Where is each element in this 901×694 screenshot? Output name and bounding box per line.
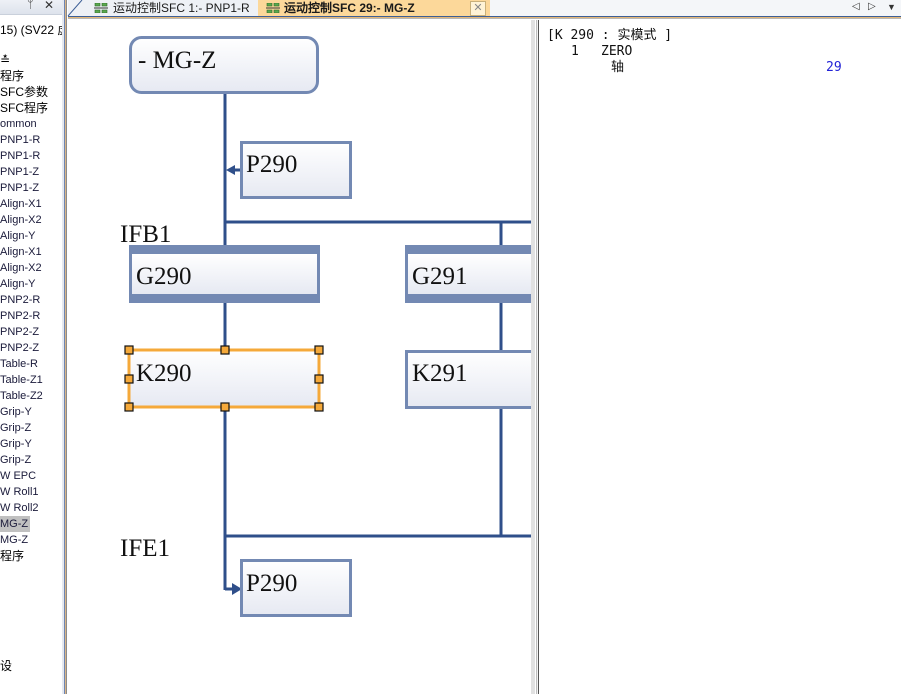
tree-item[interactable]: Grip-Y (0, 438, 32, 450)
resize-handle[interactable] (124, 345, 134, 355)
entry-jump-box[interactable]: P290 (240, 141, 352, 199)
tree-item[interactable]: Align-X2 (0, 214, 42, 226)
tab-label: 运动控制SFC 1:- PNP1-R (113, 1, 250, 15)
step-k291[interactable]: K291 (405, 350, 532, 409)
tree-item[interactable]: W Roll1 (0, 486, 39, 498)
tree-item[interactable]: ommon (0, 118, 37, 130)
detail-row-command: ZERO (601, 44, 633, 59)
exit-jump-box[interactable]: P290 (240, 559, 352, 617)
resize-handle[interactable] (314, 345, 324, 355)
tree-item[interactable]: Align-Y (0, 230, 36, 242)
branch-end-label: IFE1 (120, 535, 170, 562)
tree-item[interactable]: PNP1-R (0, 150, 41, 162)
transition-g291[interactable]: G291 (405, 245, 531, 303)
sfc-connection-lines (223, 93, 531, 591)
tree-item[interactable]: Align-X1 (0, 198, 42, 210)
tab-sfc-29-mg-z[interactable]: 运动控制SFC 29:- MG-Z ✕ (258, 0, 490, 16)
scroll-tabs-right-icon[interactable]: ▷ (868, 1, 876, 12)
tree-item[interactable]: ≛ (0, 53, 11, 67)
transition-g291-label: G291 (412, 263, 468, 290)
tab-label: 运动控制SFC 29:- MG-Z (284, 1, 415, 15)
tree-item[interactable]: MG-Z (0, 534, 29, 546)
tree-item[interactable]: PNP1-R (0, 134, 41, 146)
close-tab-icon[interactable]: ✕ (470, 1, 486, 16)
sfc-program-icon (94, 3, 108, 13)
step-k291-label: K291 (412, 360, 468, 387)
step-k290[interactable]: K290 (124, 345, 324, 412)
tree-item[interactable]: Align-Y (0, 278, 36, 290)
exit-jump-label: P290 (246, 570, 297, 597)
tree-item[interactable]: Align-X2 (0, 262, 42, 274)
exit-jump-arrow-icon (232, 583, 242, 595)
tree-item[interactable]: PNP1-Z (0, 182, 40, 194)
project-tree-pane: ᛘ ✕ 15) (SV22 虚≛程序SFC参数SFC程序ommonPNP1-R … (0, 0, 62, 694)
initial-step-label: - MG-Z (138, 47, 216, 74)
step-k290-label: K290 (136, 360, 192, 387)
entry-jump-label: P290 (246, 151, 297, 178)
tree-item[interactable]: PNP1-Z (0, 166, 40, 178)
document-tab-bar: 运动控制SFC 1:- PNP1-R 运动控制SFC 29:- MG-Z ✕ ◁… (67, 0, 901, 16)
resize-handle[interactable] (124, 374, 134, 384)
branch-begin-label: IFB1 (120, 221, 171, 248)
tree-item[interactable]: PNP2-Z (0, 326, 40, 338)
detail-param-label: 轴 (611, 60, 625, 75)
tree-item[interactable]: PNP2-R (0, 294, 41, 306)
transition-g290-label: G290 (136, 263, 192, 290)
tree-item[interactable]: MG-Z (0, 516, 31, 532)
tree-item[interactable]: W EPC (0, 470, 37, 482)
tree-item[interactable]: 程序 (0, 69, 25, 83)
pin-icon[interactable]: ᛘ (27, 0, 34, 11)
project-tree-header: ᛘ ✕ (0, 0, 62, 15)
tree-item[interactable]: Table-R (0, 358, 38, 370)
tree-item[interactable]: PNP2-Z (0, 342, 40, 354)
detail-row-index: 1 (571, 44, 579, 59)
resize-handle[interactable] (220, 345, 230, 355)
tree-item-settings[interactable]: 设 (0, 659, 13, 673)
entry-jump-arrow-icon (226, 165, 235, 175)
sfc-diagram-canvas[interactable]: - MG-Z P290 IFB1 G290 G291 K290 (68, 20, 531, 694)
sfc-diagram: - MG-Z P290 IFB1 G290 G291 K290 (120, 36, 532, 617)
detail-param-value: 29 (826, 60, 842, 75)
tree-item[interactable]: Grip-Z (0, 454, 32, 466)
step-detail-panel: [K 290 : 实模式 ] 1 ZERO 轴 29 (540, 20, 901, 694)
tree-item[interactable]: 程序 (0, 549, 25, 563)
tree-item[interactable]: SFC参数 (0, 85, 49, 99)
detail-pane-splitter[interactable] (531, 20, 540, 694)
tab-sfc-1-pnp1-r[interactable]: 运动控制SFC 1:- PNP1-R (67, 0, 258, 16)
resize-handle[interactable] (314, 374, 324, 384)
tab-list-dropdown-icon[interactable]: ▼ (887, 2, 896, 12)
selection-handles (124, 345, 324, 412)
transition-g290[interactable]: G290 (129, 245, 320, 303)
tree-item[interactable]: PNP2-R (0, 310, 41, 322)
left-pane-splitter[interactable] (62, 0, 68, 694)
detail-header: [K 290 : 实模式 ] (547, 28, 673, 43)
tree-item[interactable]: Table-Z1 (0, 374, 43, 386)
sfc-program-icon (266, 3, 280, 13)
tree-item[interactable]: Align-X1 (0, 246, 42, 258)
resize-handle[interactable] (314, 402, 324, 412)
tab-edge-decoration (67, 0, 83, 16)
tree-item[interactable]: Table-Z2 (0, 390, 43, 402)
tab-bar-underline (68, 16, 901, 20)
scroll-tabs-left-icon[interactable]: ◁ (852, 1, 860, 12)
tab-navigation: ◁ ▷ ▼ (851, 0, 901, 16)
tree-item[interactable]: SFC程序 (0, 101, 49, 115)
close-pane-icon[interactable]: ✕ (44, 0, 55, 12)
tree-item[interactable]: Grip-Y (0, 406, 32, 418)
resize-handle[interactable] (124, 402, 134, 412)
resize-handle[interactable] (220, 402, 230, 412)
initial-step-box[interactable]: - MG-Z (129, 36, 319, 94)
project-tree-root[interactable]: 15) (SV22 虚 (0, 23, 62, 37)
tree-item[interactable]: Grip-Z (0, 422, 32, 434)
tree-item[interactable]: W Roll2 (0, 502, 39, 514)
